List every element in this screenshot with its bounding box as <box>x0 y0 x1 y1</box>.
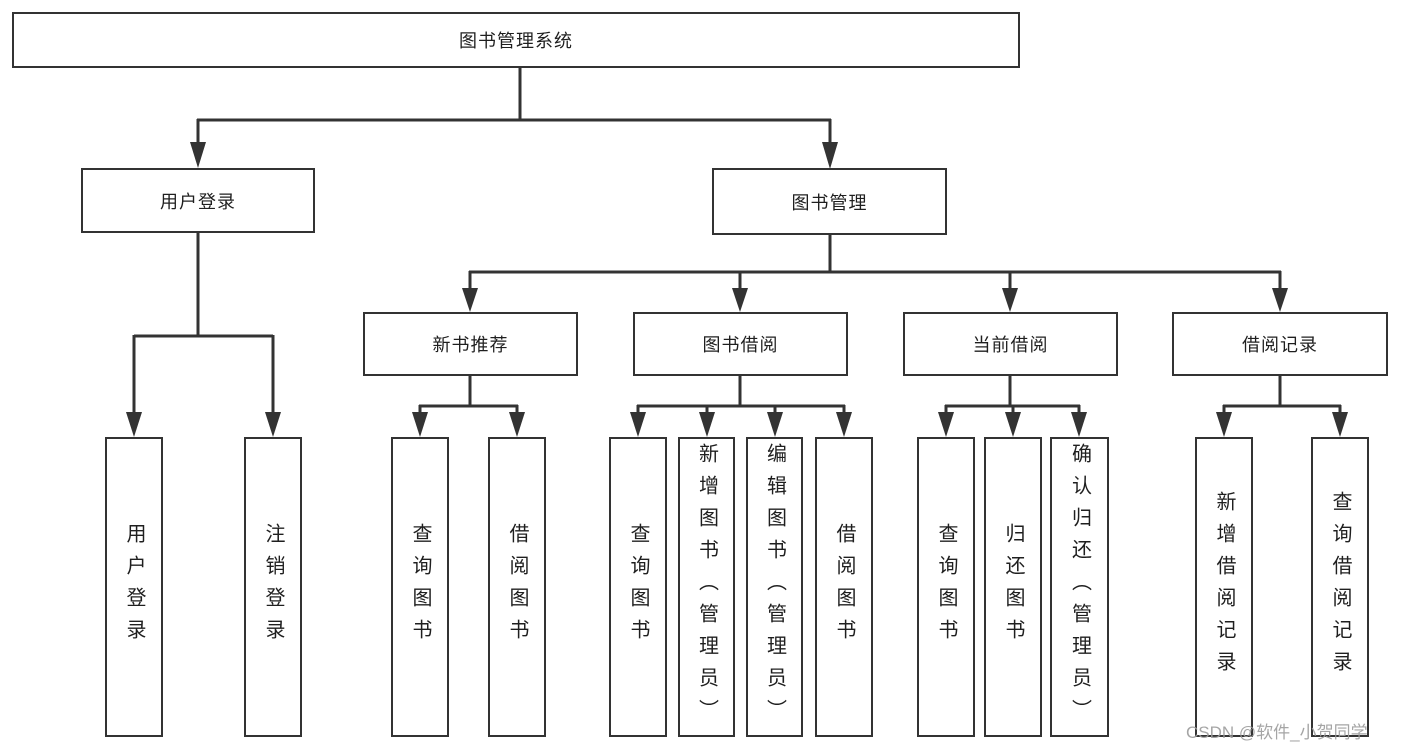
node-label: 查询借阅记录 <box>1329 491 1351 683</box>
node-user-login: 用户登录 <box>81 168 315 233</box>
node-book-management: 图书管理 <box>712 168 947 235</box>
node-label: 编辑图书（管理员） <box>763 443 786 731</box>
leaf-confirm-return-admin: 确认归还（管理员） <box>1050 437 1109 737</box>
node-new-book-recommend: 新书推荐 <box>363 312 578 376</box>
node-label: 查询图书 <box>627 523 649 651</box>
node-label: 图书借阅 <box>702 335 779 355</box>
leaf-query-book-recommend: 查询图书 <box>391 437 449 737</box>
node-label: 借阅记录 <box>1242 335 1318 355</box>
leaf-user-login: 用户登录 <box>105 437 163 737</box>
leaf-borrow-book: 借阅图书 <box>815 437 873 737</box>
node-root-system: 图书管理系统 <box>12 12 1020 68</box>
node-label: 确认归还（管理员） <box>1068 443 1091 731</box>
node-label: 归还图书 <box>1002 523 1024 651</box>
node-label: 查询图书 <box>409 523 431 651</box>
node-label: 新书推荐 <box>432 335 509 355</box>
node-label: 新增图书（管理员） <box>695 443 718 731</box>
node-label: 图书管理系统 <box>459 31 573 51</box>
leaf-logout: 注销登录 <box>244 437 302 737</box>
node-label: 借阅图书 <box>506 523 528 651</box>
leaf-query-book-current: 查询图书 <box>917 437 975 737</box>
node-label: 用户登录 <box>123 523 145 651</box>
leaf-borrow-book-recommend: 借阅图书 <box>488 437 546 737</box>
leaf-add-book-admin: 新增图书（管理员） <box>678 437 735 737</box>
node-borrow-records: 借阅记录 <box>1172 312 1388 376</box>
node-label: 用户登录 <box>160 191 236 212</box>
leaf-return-book: 归还图书 <box>984 437 1042 737</box>
leaf-add-borrow-record: 新增借阅记录 <box>1195 437 1253 737</box>
node-label: 图书管理 <box>791 192 868 213</box>
csdn-watermark: CSDN @软件_小贺同学 <box>1186 723 1368 742</box>
node-book-borrow: 图书借阅 <box>633 312 848 376</box>
leaf-query-book-borrow: 查询图书 <box>609 437 667 737</box>
node-label: 注销登录 <box>262 523 284 651</box>
node-label: 借阅图书 <box>833 523 855 651</box>
leaf-edit-book-admin: 编辑图书（管理员） <box>746 437 803 737</box>
leaf-query-borrow-record: 查询借阅记录 <box>1311 437 1369 737</box>
node-label: 新增借阅记录 <box>1213 491 1235 683</box>
node-label: 当前借阅 <box>972 335 1049 355</box>
node-current-borrow: 当前借阅 <box>903 312 1118 376</box>
node-label: 查询图书 <box>935 523 957 651</box>
